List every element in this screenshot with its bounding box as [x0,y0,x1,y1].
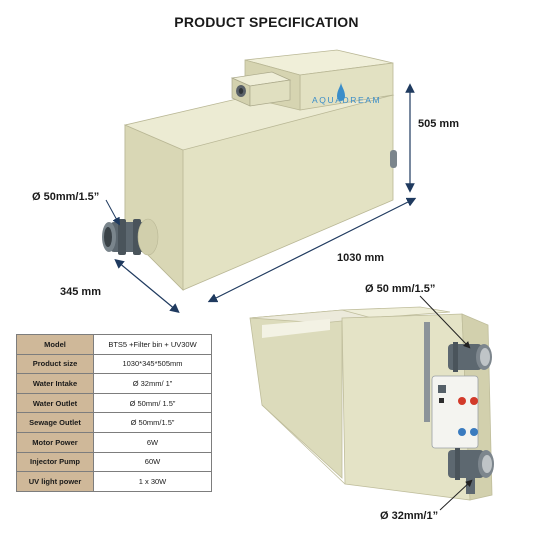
page-title: PRODUCT SPECIFICATION [174,14,359,30]
spec-value: Ø 50mm/ 1.5” [93,392,212,414]
spec-value: 6W [93,431,212,453]
outlet-fitting [448,342,492,372]
spec-value: Ø 50mm/1.5” [93,412,212,433]
length-label: 1030 mm [337,252,385,264]
outlet-pointer-arrow [105,199,120,226]
spec-label: Sewage Outlet [16,412,94,433]
spec-value: 60W [93,451,212,473]
bottom-tank [249,295,494,511]
width-label: 345 mm [60,286,101,298]
spec-value: 1030*345*505mm [93,353,212,375]
brand-logo: AQUADREAM [312,82,381,105]
control-box [431,375,479,449]
spec-value: BTS5 +Filter bin + UV30W [93,334,212,355]
spec-label: Injector Pump [16,451,94,473]
spec-label: Water Intake [16,373,94,394]
spec-label: Model [16,334,94,355]
outlet-diameter-label: Ø 50mm/1.5” [32,191,100,203]
outlet-pointer-arrow-2 [419,295,471,349]
spec-label: Water Outlet [16,392,94,414]
height-label: 505 mm [418,118,459,130]
spec-value: Ø 32mm/ 1” [93,373,212,394]
inlet-pointer-arrow [439,479,473,511]
width-arrow [114,258,180,314]
spec-label: Product size [16,353,94,375]
outlet-diameter-label-2: Ø 50 mm/1.5” [365,283,436,295]
inlet-diameter-label: Ø 32mm/1” [380,510,439,522]
inlet-pipe-fitting [102,218,159,256]
spec-value: 1 x 30W [93,471,212,492]
spec-label: Motor Power [16,431,94,453]
brand-name: AQUADREAM [312,95,381,105]
length-arrow [207,197,417,303]
spec-label: UV light power [16,471,94,492]
top-tank [102,49,397,291]
